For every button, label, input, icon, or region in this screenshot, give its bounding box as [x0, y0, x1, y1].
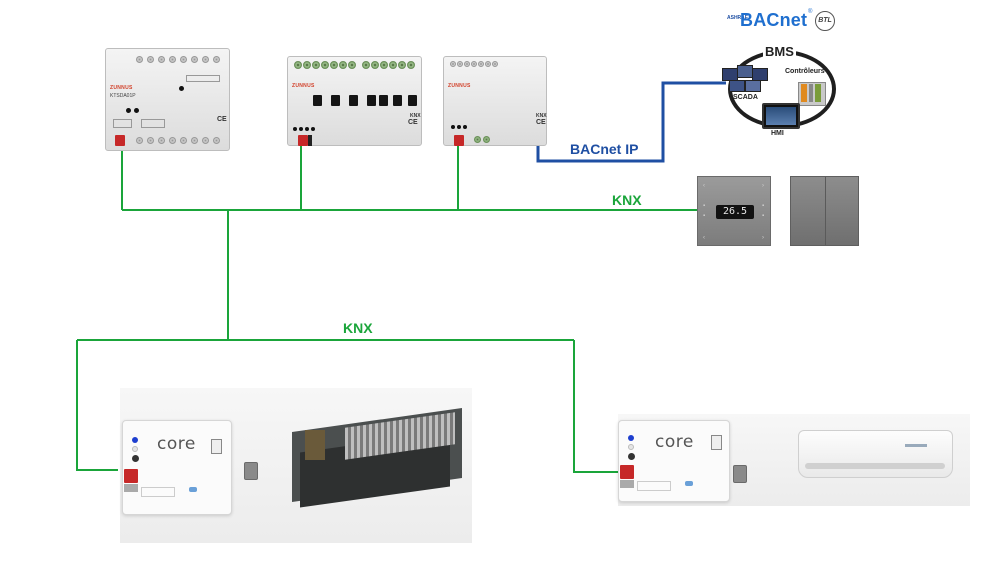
- module-2-ce: CE: [408, 119, 418, 126]
- ashrae-logo: ASHRAE: [727, 15, 749, 21]
- cable-plug-right: [733, 465, 747, 483]
- knx-drop-left-gateway: [76, 340, 118, 471]
- module-1-ce: CE: [217, 116, 227, 123]
- module-3-ce: CE: [536, 119, 546, 126]
- hmi-panel: [762, 103, 800, 129]
- knx-push-button-panel: [790, 176, 859, 246]
- bacnet-ip-label: BACnet IP: [570, 141, 639, 157]
- bacnet-ip-cable: [536, 81, 726, 163]
- knx-drop-right-gateway: [573, 340, 618, 473]
- module-3-knx: KNX: [536, 113, 547, 119]
- core-gateway-left: core: [122, 420, 232, 515]
- module-2-brand: ZUNNUS: [292, 83, 315, 89]
- scada-label: SCADA: [733, 94, 758, 101]
- module-2-knx: KNX: [410, 113, 421, 119]
- knx-thermostat: 26.5 ▪ ▪ ▪ ▪ ‹ › ‹ ›: [697, 176, 771, 246]
- knx-lower-label: KNX: [343, 320, 373, 336]
- core-gateway-right: core: [618, 420, 730, 502]
- knx-upper-label: KNX: [612, 192, 642, 208]
- core-logo-left: core: [157, 434, 196, 454]
- bacnet-logo: BACnet: [740, 10, 808, 30]
- core-logo-right: core: [655, 432, 694, 452]
- cable-plug-left: [244, 462, 258, 480]
- knx-module-3: ZUNNUS KNX CE: [443, 56, 547, 146]
- module-3-brand: ZUNNUS: [448, 83, 471, 89]
- registered-mark: ®: [808, 9, 813, 15]
- thermostat-display: 26.5: [716, 205, 754, 219]
- bms-label: BMS: [763, 44, 796, 59]
- hmi-label: HMI: [771, 130, 784, 137]
- knx-module-1: ZUNNUS KTSDA01P CE: [105, 48, 230, 151]
- btl-logo: BTL: [815, 11, 835, 31]
- module-1-model: KTSDA01P: [110, 93, 136, 99]
- module-1-brand: ZUNNUS: [110, 85, 133, 91]
- controllers-label: Contrôleurs: [785, 68, 825, 75]
- knx-module-2: ZUNNUS KNX CE: [287, 56, 422, 146]
